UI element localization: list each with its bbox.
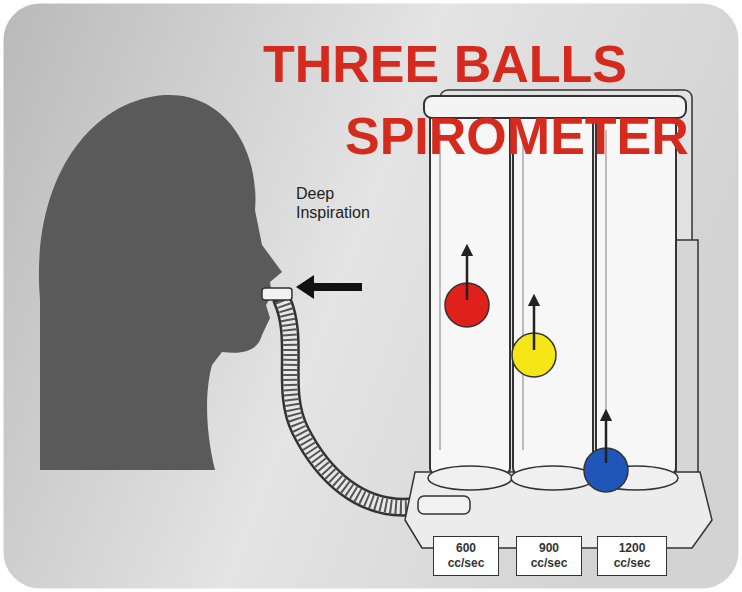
flow-rate-box: 900 cc/sec	[516, 536, 582, 576]
rise-arrow	[605, 415, 608, 463]
inspiration-arrowhead	[296, 275, 314, 299]
breathing-hose	[282, 300, 425, 507]
flow-rate-text: 900 cc/sec	[520, 541, 578, 571]
flow-rate-text: 600 cc/sec	[437, 541, 495, 571]
annotation-label: Deep Inspiration	[296, 184, 406, 222]
rise-arrow	[533, 300, 536, 350]
flow-rate-box: 600 cc/sec	[433, 536, 499, 576]
flow-rate-text: 1200 cc/sec	[601, 541, 663, 571]
inspiration-arrow	[308, 283, 362, 291]
head-silhouette	[39, 95, 282, 470]
rise-arrow	[466, 250, 469, 300]
flow-rate-box: 1200 cc/sec	[597, 536, 667, 576]
title-text: THREE BALLS SPIROMETER	[345, 28, 730, 172]
mouthpiece	[262, 288, 292, 300]
